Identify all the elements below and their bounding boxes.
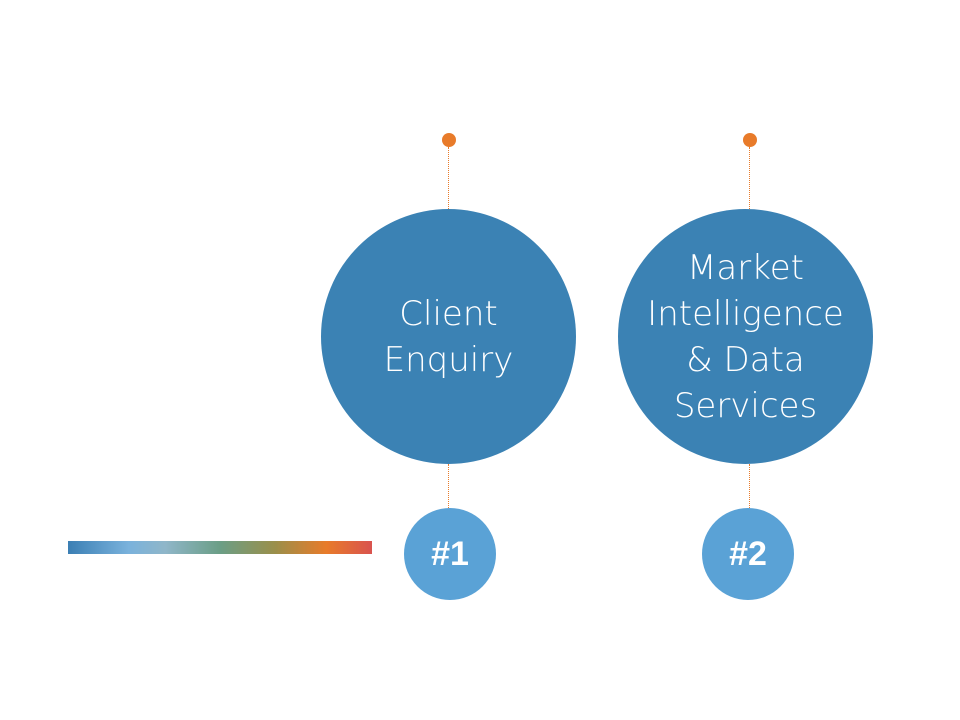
step-1-top-dot xyxy=(442,133,456,147)
step-1-number-badge: #1 xyxy=(404,508,496,600)
step-1-top-connector xyxy=(448,147,449,209)
step-2-circle: Market Intelligence & Data Services xyxy=(618,209,873,464)
step-2-title-line-1: Market xyxy=(687,247,804,288)
step-2-title-line-2: Intelligence xyxy=(647,293,844,334)
step-2-bottom-connector xyxy=(749,464,750,508)
step-2-title: Market Intelligence & Data Services xyxy=(646,245,846,429)
step-1-circle: Client Enquiry xyxy=(321,209,576,464)
step-1-title-line-1: Client xyxy=(399,293,498,334)
step-2-title-line-4: Services xyxy=(673,385,818,426)
step-2-number: #2 xyxy=(729,534,767,573)
step-2-number-badge: #2 xyxy=(702,508,794,600)
step-2-top-dot xyxy=(743,133,757,147)
step-1-number: #1 xyxy=(431,534,469,573)
step-1-bottom-connector xyxy=(448,464,449,508)
step-1-title: Client Enquiry xyxy=(349,291,549,383)
step-1-title-line-2: Enquiry xyxy=(383,339,514,380)
gradient-bar xyxy=(68,541,372,554)
step-2-title-line-3: & Data xyxy=(686,339,805,380)
step-2-top-connector xyxy=(749,147,750,209)
